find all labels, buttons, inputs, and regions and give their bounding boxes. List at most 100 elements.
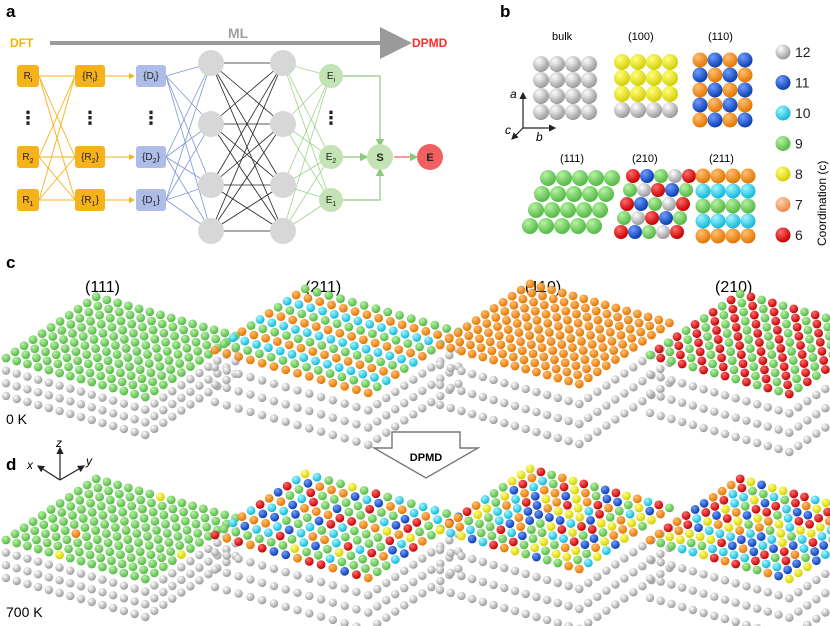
d-to-hidden-line	[165, 75, 212, 232]
atom	[627, 333, 637, 343]
atom	[279, 506, 289, 516]
r-connection	[38, 156, 76, 201]
atom	[793, 383, 803, 393]
atom	[533, 104, 549, 120]
atom	[386, 502, 395, 511]
atom	[478, 372, 488, 382]
atom	[530, 306, 540, 316]
atom	[257, 393, 267, 403]
atom	[794, 441, 803, 451]
atom	[507, 476, 517, 486]
atom	[364, 354, 374, 363]
atom	[12, 356, 22, 366]
atom	[328, 430, 338, 440]
atom	[784, 574, 794, 584]
atom	[614, 321, 624, 331]
atom	[109, 513, 119, 523]
atom	[525, 279, 535, 289]
atom	[692, 97, 708, 113]
atom	[593, 427, 602, 436]
atom	[534, 510, 544, 519]
atom	[243, 346, 252, 355]
atom	[435, 525, 445, 535]
atom	[400, 416, 409, 425]
atom	[707, 97, 723, 113]
atom	[150, 606, 159, 616]
atom	[638, 521, 647, 531]
atom	[511, 494, 520, 504]
atom	[780, 310, 790, 320]
atom	[1, 561, 11, 570]
atom	[713, 335, 723, 344]
atom	[815, 337, 825, 347]
atom	[279, 321, 289, 331]
atom	[817, 346, 827, 356]
atom	[752, 380, 762, 390]
atom	[412, 518, 422, 527]
atom	[553, 393, 563, 403]
atom	[539, 537, 549, 547]
atom	[317, 525, 327, 535]
atom	[646, 54, 662, 70]
atom	[66, 579, 75, 588]
atom	[521, 312, 531, 322]
atom	[331, 353, 341, 363]
atom	[699, 498, 709, 508]
atom	[116, 316, 126, 326]
atom	[74, 547, 84, 557]
atom	[306, 303, 316, 313]
dpmd-arrow-label: DPMD	[410, 452, 442, 464]
atom	[77, 322, 86, 332]
atom	[177, 316, 187, 326]
atom	[656, 392, 665, 401]
atom	[445, 351, 454, 360]
atom	[373, 584, 382, 594]
atom	[119, 399, 129, 408]
atom	[645, 370, 655, 379]
atom	[352, 402, 361, 412]
atom	[808, 353, 818, 362]
atom	[141, 587, 150, 596]
atom	[525, 331, 535, 340]
atom	[602, 381, 611, 390]
atom	[417, 351, 427, 361]
dpmd-label: DPMD	[412, 36, 448, 50]
atom	[316, 577, 326, 587]
atom	[409, 577, 418, 587]
atom	[180, 516, 190, 526]
atom	[328, 413, 338, 422]
atom	[727, 541, 737, 551]
atom	[549, 56, 565, 72]
atom	[46, 505, 56, 514]
atom	[55, 498, 65, 508]
atom	[564, 416, 573, 426]
atom	[44, 378, 54, 387]
atom	[619, 534, 629, 543]
slab-110-0k	[435, 279, 674, 449]
atom	[762, 507, 772, 517]
atom	[724, 523, 734, 532]
panel-b-facets: bulk (100) (110) (111) (210) (211) a b c…	[505, 31, 829, 246]
atom	[340, 532, 350, 542]
atom	[489, 355, 498, 365]
atom	[730, 313, 739, 323]
atom	[343, 356, 353, 366]
atom	[113, 298, 123, 308]
energy-label: E	[426, 152, 433, 164]
atom	[803, 601, 812, 610]
atom	[281, 400, 290, 409]
atom	[148, 377, 158, 387]
atom	[695, 183, 711, 199]
r-box	[17, 146, 39, 168]
atom	[772, 562, 782, 572]
atom	[98, 588, 107, 597]
atom	[584, 506, 594, 516]
atom	[634, 318, 644, 328]
atom	[783, 565, 792, 575]
atom	[591, 358, 601, 368]
atom	[720, 429, 730, 439]
atom	[391, 607, 400, 616]
r-set-box	[75, 65, 105, 87]
axis-a-label: a	[510, 87, 517, 101]
atom	[614, 70, 630, 86]
